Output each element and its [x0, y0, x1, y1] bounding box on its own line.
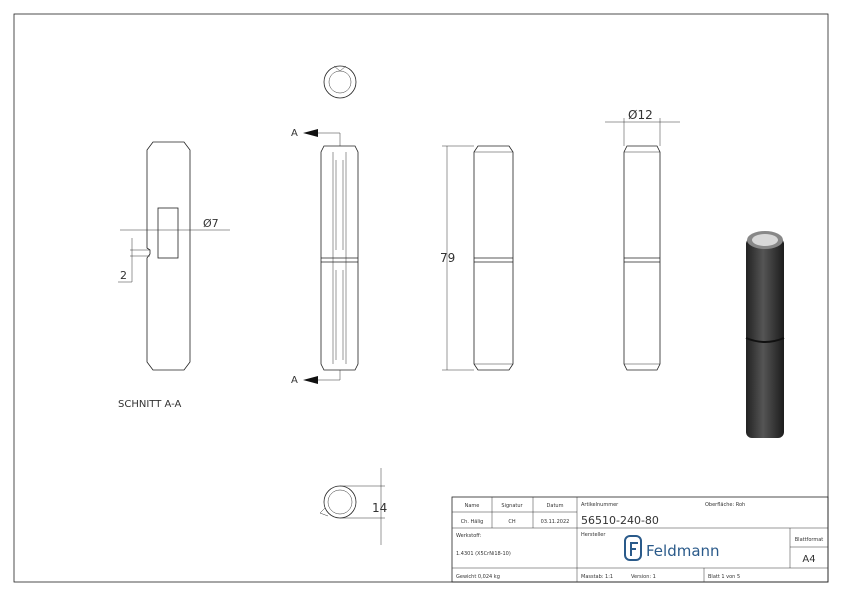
werkstoff: 1.4301 (X5CrNi18-10) — [456, 551, 511, 557]
front-view: A A — [291, 128, 359, 386]
artikelnummer: 56510-240-80 — [581, 514, 659, 527]
side-view: 79 — [440, 145, 514, 371]
drawing-frame — [13, 13, 829, 583]
title-block: Name Signatur Datum Ch. Hälig CH 03.11.2… — [451, 496, 829, 583]
section-marker-bottom: A — [291, 375, 298, 386]
masstab: Masstab: 1:1 — [581, 574, 613, 580]
diameter-dimension: Ø12 — [628, 108, 653, 122]
header-name: Name — [465, 503, 480, 509]
section-dim-groove: 2 — [120, 269, 127, 282]
feldmann-logo: Feldmann — [624, 535, 720, 561]
section-dim-diameter: Ø7 — [203, 217, 219, 230]
section-label: SCHNITT A-A — [118, 399, 182, 410]
bottom-view: 14 — [319, 468, 387, 545]
blatt: Blatt 1 von 5 — [708, 574, 740, 580]
header-signatur: Signatur — [501, 503, 523, 509]
right-view: Ø12 — [605, 108, 680, 371]
gewicht: Gewicht 0,024 kg — [456, 574, 500, 580]
top-view — [323, 65, 357, 99]
version: Version: 1 — [631, 574, 656, 580]
pin-3d-render — [745, 231, 785, 438]
werkstoff-label: Werkstoff: — [456, 533, 482, 539]
section-view: Ø7 2 SCHNITT A-A — [118, 141, 230, 410]
value-signatur: CH — [508, 519, 515, 525]
value-name: Ch. Hälig — [461, 519, 484, 525]
artikelnummer-label: Artikelnummer — [581, 502, 619, 508]
blattformat-label: Blattformat — [795, 537, 824, 543]
header-datum: Datum — [547, 503, 564, 509]
value-datum: 03.11.2022 — [541, 519, 570, 525]
section-marker-top: A — [291, 128, 298, 139]
length-dimension: 79 — [440, 251, 455, 265]
oberflaeche: Oberfläche: Roh — [705, 502, 745, 508]
logo-text: Feldmann — [646, 542, 720, 560]
width-dimension: 14 — [372, 501, 387, 515]
blattformat: A4 — [802, 554, 815, 565]
hersteller-label: Hersteller — [581, 532, 606, 538]
